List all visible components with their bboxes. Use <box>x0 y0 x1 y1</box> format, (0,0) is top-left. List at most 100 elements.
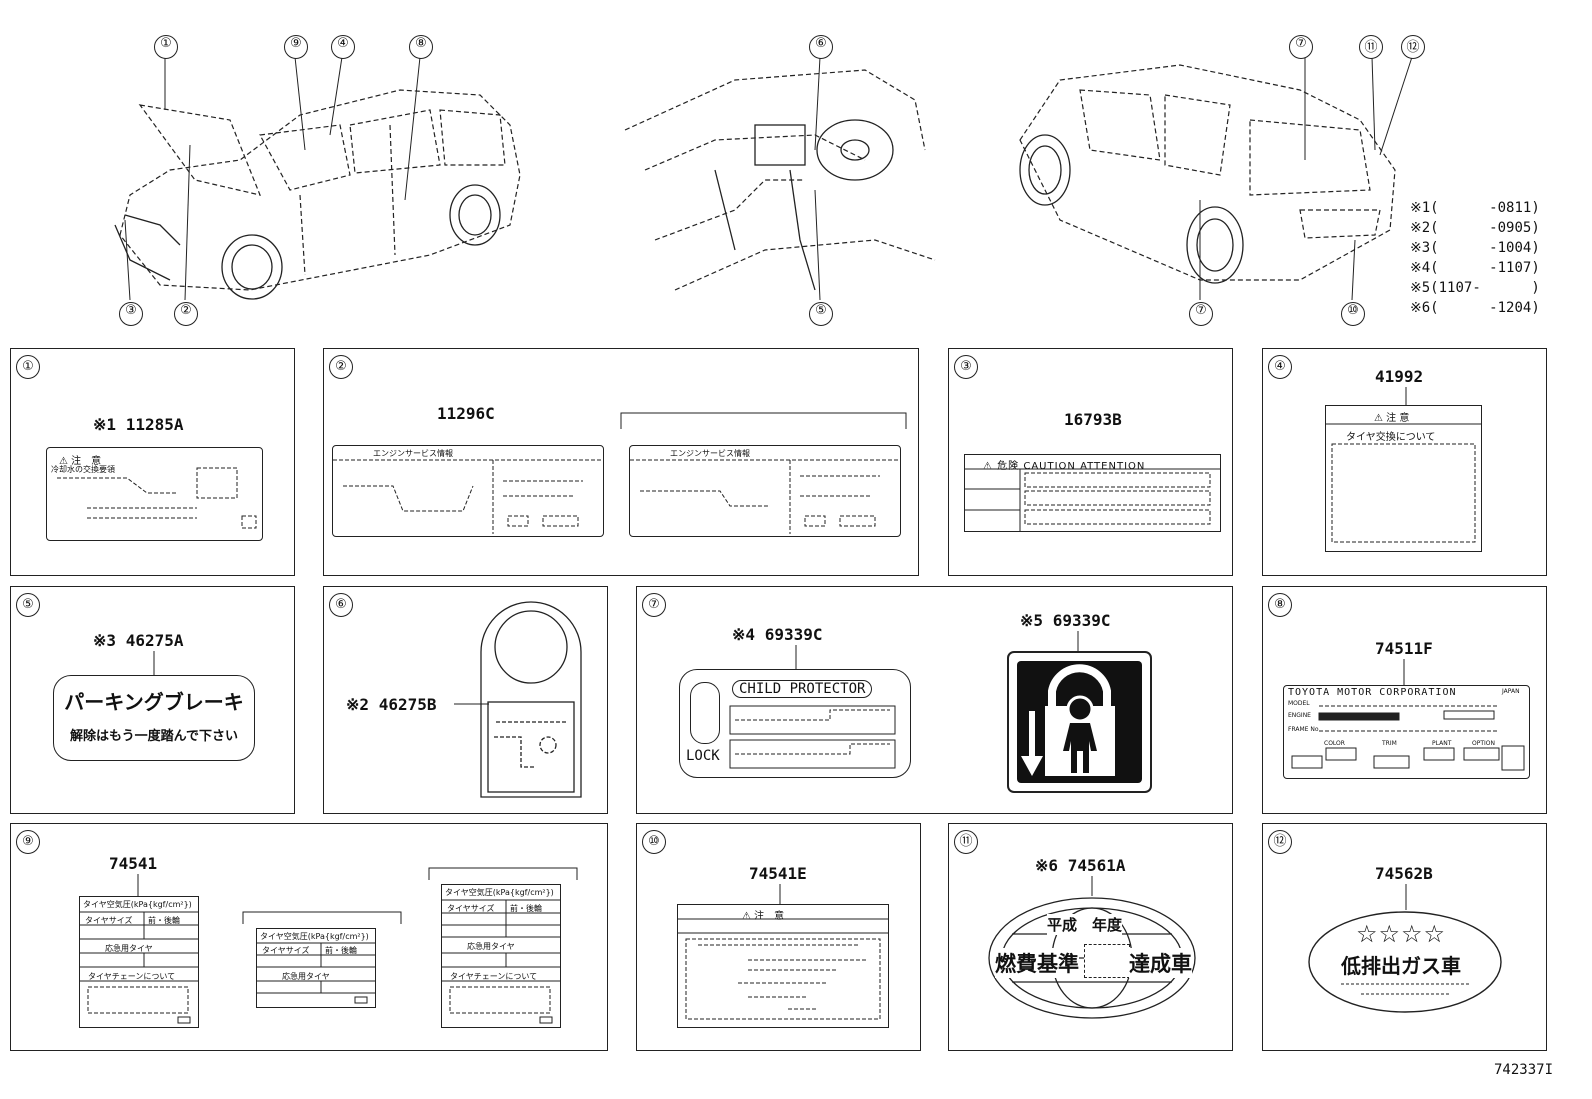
tire-change-label: ⚠ 注 意 タイヤ交換について <box>1325 405 1482 552</box>
reference-row: ※4( -1107) <box>1410 260 1540 276</box>
panel-number: ⑧ <box>1268 593 1292 617</box>
front-rear: 前・後輪 <box>510 904 542 913</box>
warning-text: ⚠ 注 意 <box>59 456 102 467</box>
emblem-main-text: 低排出ガス車 <box>1341 954 1461 978</box>
panel-7: ⑦ ※4 69339C CHILD PROTECTOR LOCK ※5 6933… <box>636 586 1233 814</box>
tire-pressure-label-c: タイヤ空気圧(kPa{kgf/cm²}) タイヤサイズ 前・後輪 応急用タイヤ … <box>441 884 561 1028</box>
label-line: タイヤ交換について <box>1346 432 1436 443</box>
corp-name: TOYOTA MOTOR CORPORATION <box>1288 687 1457 698</box>
country: JAPAN <box>1502 688 1520 695</box>
panel-2: ② 11296C エンジンサービス情報 エンジンサービス情報 <box>323 348 919 576</box>
figure-id: 742337I <box>1494 1062 1554 1078</box>
label-line: 冷却水の交換要領 <box>51 465 115 474</box>
label-title: エンジンサービス情報 <box>373 449 453 458</box>
lock-switch <box>690 682 720 744</box>
panel-number: ⑩ <box>642 830 666 854</box>
tire-size: タイヤサイズ <box>85 916 133 925</box>
warning-text: ⚠ 注 意 <box>742 911 785 922</box>
tire-pressure-label-b: タイヤ空気圧(kPa{kgf/cm²}) タイヤサイズ 前・後輪 応急用タイヤ <box>256 928 376 1008</box>
bracket <box>620 412 907 429</box>
reference-row: ※5(1107- ) <box>1410 280 1540 296</box>
panel-number: ⑨ <box>16 830 40 854</box>
reference-list: ※1( -0811) ※2( -0905) ※3( -1004) ※4( -11… <box>1410 200 1540 316</box>
panel-8: ⑧ 74511F TOYOTA MOTOR CORPORATION JAPAN … <box>1262 586 1547 814</box>
front-rear: 前・後輪 <box>325 946 357 955</box>
front-rear: 前・後輪 <box>148 916 180 925</box>
panel-number: ③ <box>954 355 978 379</box>
tire-warning-label: ⚠ 注 意 <box>677 904 889 1028</box>
child-lock-symbol-label <box>1007 651 1152 793</box>
child-protector-text: CHILD PROTECTOR <box>732 680 873 698</box>
reference-row: ※1( -0811) <box>1410 200 1540 216</box>
label-title: タイヤ空気圧(kPa{kgf/cm²}) <box>260 932 369 941</box>
label-title: タイヤ空気圧(kPa{kgf/cm²}) <box>83 900 192 909</box>
callout-1: ① <box>154 35 178 59</box>
child-protector-label: CHILD PROTECTOR LOCK <box>679 669 911 778</box>
spare-tire: 応急用タイヤ <box>467 942 515 951</box>
rear-callout-leaders <box>1199 56 1413 301</box>
model-label: MODEL <box>1288 700 1310 707</box>
callout-12: ⑫ <box>1401 35 1425 59</box>
panel-number: ⑦ <box>642 593 666 617</box>
parking-brake-label: パーキングブレーキ 解除はもう一度踏んで下さい <box>53 675 255 761</box>
tire-chain: タイヤチェーンについて <box>450 972 538 981</box>
part-number: ※1 11285A <box>93 415 184 434</box>
callout-6: ⑥ <box>809 35 833 59</box>
panel-3: ③ 16793B ⚠ 危険 CAUTION ATTENTION <box>948 348 1233 576</box>
callout-2: ② <box>174 302 198 326</box>
low-emission-emblem <box>1308 911 1502 1013</box>
panel-number: ⑪ <box>954 830 978 854</box>
panel-9: ⑨ 74541 タイヤ空気圧(kPa{kgf/cm²}) タイヤサイズ 前・後輪… <box>10 823 608 1051</box>
callout-7-top: ⑦ <box>1289 35 1313 59</box>
callout-7-bottom: ⑦ <box>1189 302 1213 326</box>
lock-text: LOCK <box>686 748 720 764</box>
panel-number: ⑥ <box>329 593 353 617</box>
reference-row: ※3( -1004) <box>1410 240 1540 256</box>
panel-6: ⑥ ※2 46275B <box>323 586 608 814</box>
hang-tag-label <box>480 601 582 798</box>
emblem-left-text: 燃費基準 <box>995 948 1079 978</box>
part-number: 41992 <box>1375 367 1424 386</box>
color-label: COLOR <box>1324 740 1345 747</box>
callout-5: ⑤ <box>809 302 833 326</box>
callout-4: ④ <box>331 35 355 59</box>
part-number: 11296C <box>437 404 495 423</box>
part-number: 74511F <box>1375 639 1433 658</box>
engine-label: ENGINE <box>1288 712 1311 719</box>
panel-5: ⑤ ※3 46275A パーキングブレーキ 解除はもう一度踏んで下さい <box>10 586 295 814</box>
part-number: ※2 46275B <box>346 695 437 714</box>
engine-service-label-b: エンジンサービス情報 <box>629 445 901 537</box>
panel-number: ⑫ <box>1268 830 1292 854</box>
panel-11: ⑪ ※6 74561A 平成 年度 燃費基準 達成車 <box>948 823 1233 1051</box>
front-callout-leaders <box>124 56 421 301</box>
emblem-top-text: 平成 年度 <box>1047 914 1123 935</box>
frame-label: FRAME No <box>1288 726 1319 733</box>
plant-label: PLANT <box>1432 740 1452 747</box>
option-label: OPTION <box>1472 740 1495 747</box>
engine-service-label-a: エンジンサービス情報 <box>332 445 604 537</box>
panel-number: ④ <box>1268 355 1292 379</box>
part-number: 74562B <box>1375 864 1433 883</box>
emblem-right-text: 達成車 <box>1129 948 1192 978</box>
tire-pressure-label-a: タイヤ空気圧(kPa{kgf/cm²}) タイヤサイズ 前・後輪 応急用タイヤ … <box>79 896 199 1028</box>
bracket <box>428 867 578 880</box>
label-line-2: 解除はもう一度踏んで下さい <box>70 729 238 744</box>
vehicle-id-plate: TOYOTA MOTOR CORPORATION JAPAN MODEL ENG… <box>1283 685 1530 779</box>
panel-number: ② <box>329 355 353 379</box>
panel-1: ① ※1 11285A ⚠ 注 意 冷却水の交換要領 <box>10 348 295 576</box>
spare-tire: 応急用タイヤ <box>105 944 153 953</box>
trim-label: TRIM <box>1382 740 1397 747</box>
callout-8: ⑧ <box>409 35 433 59</box>
car-rear-view-illustration <box>1019 64 1396 284</box>
tire-size: タイヤサイズ <box>262 946 310 955</box>
label-line-1: パーキングブレーキ <box>64 690 244 714</box>
warning-text: ⚠ 注 意 <box>1374 413 1410 424</box>
caution-label: ⚠ 危険 CAUTION ATTENTION <box>964 454 1221 532</box>
bracket <box>242 911 402 924</box>
panel-number: ① <box>16 355 40 379</box>
label-title: タイヤ空気圧(kPa{kgf/cm²}) <box>445 888 554 897</box>
reference-row: ※2( -0905) <box>1410 220 1540 236</box>
callout-11: ⑪ <box>1359 35 1383 59</box>
part-number-a: ※4 69339C <box>732 625 823 644</box>
callout-3: ③ <box>119 302 143 326</box>
